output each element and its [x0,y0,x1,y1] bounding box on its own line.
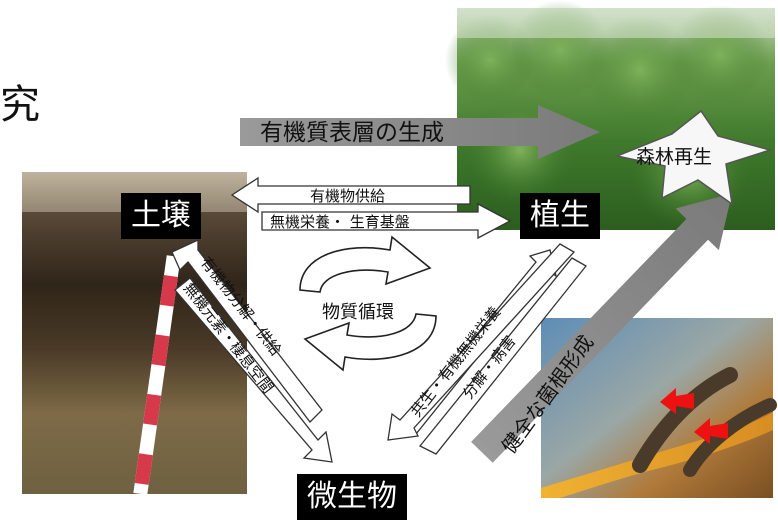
inorganic-nutrition-label: 無機栄養・ 生育基盤 [270,213,410,231]
vegetation-microbe-arrows [387,243,587,455]
organic-surface-label: 有機質表層の生成 [260,120,444,146]
microbe-node-label: 微生物 [297,474,407,520]
material-cycle-icon [299,235,437,372]
mycorrhiza-photo [541,318,777,498]
organic-supply-arrow [230,176,471,214]
inorganic-nutrition-arrow [261,202,512,240]
soil-node-label: 土壌 [121,193,201,239]
red-arrow-markers [660,388,728,444]
soil-microbe-arrows [171,238,333,463]
forest-regeneration-label: 森林再生 [636,146,712,168]
cycle-label: 物質循環 [322,302,394,323]
organic-surface-arrow [240,105,600,159]
organic-supply-label: 有機物供給 [310,187,385,205]
forest-regeneration-star [614,109,773,206]
soil-profile-photo [22,172,247,495]
mycorrhiza-arrow [471,193,732,463]
vegetation-node-label: 植生 [520,193,600,239]
cut-title-fragment: 究 [0,82,40,128]
